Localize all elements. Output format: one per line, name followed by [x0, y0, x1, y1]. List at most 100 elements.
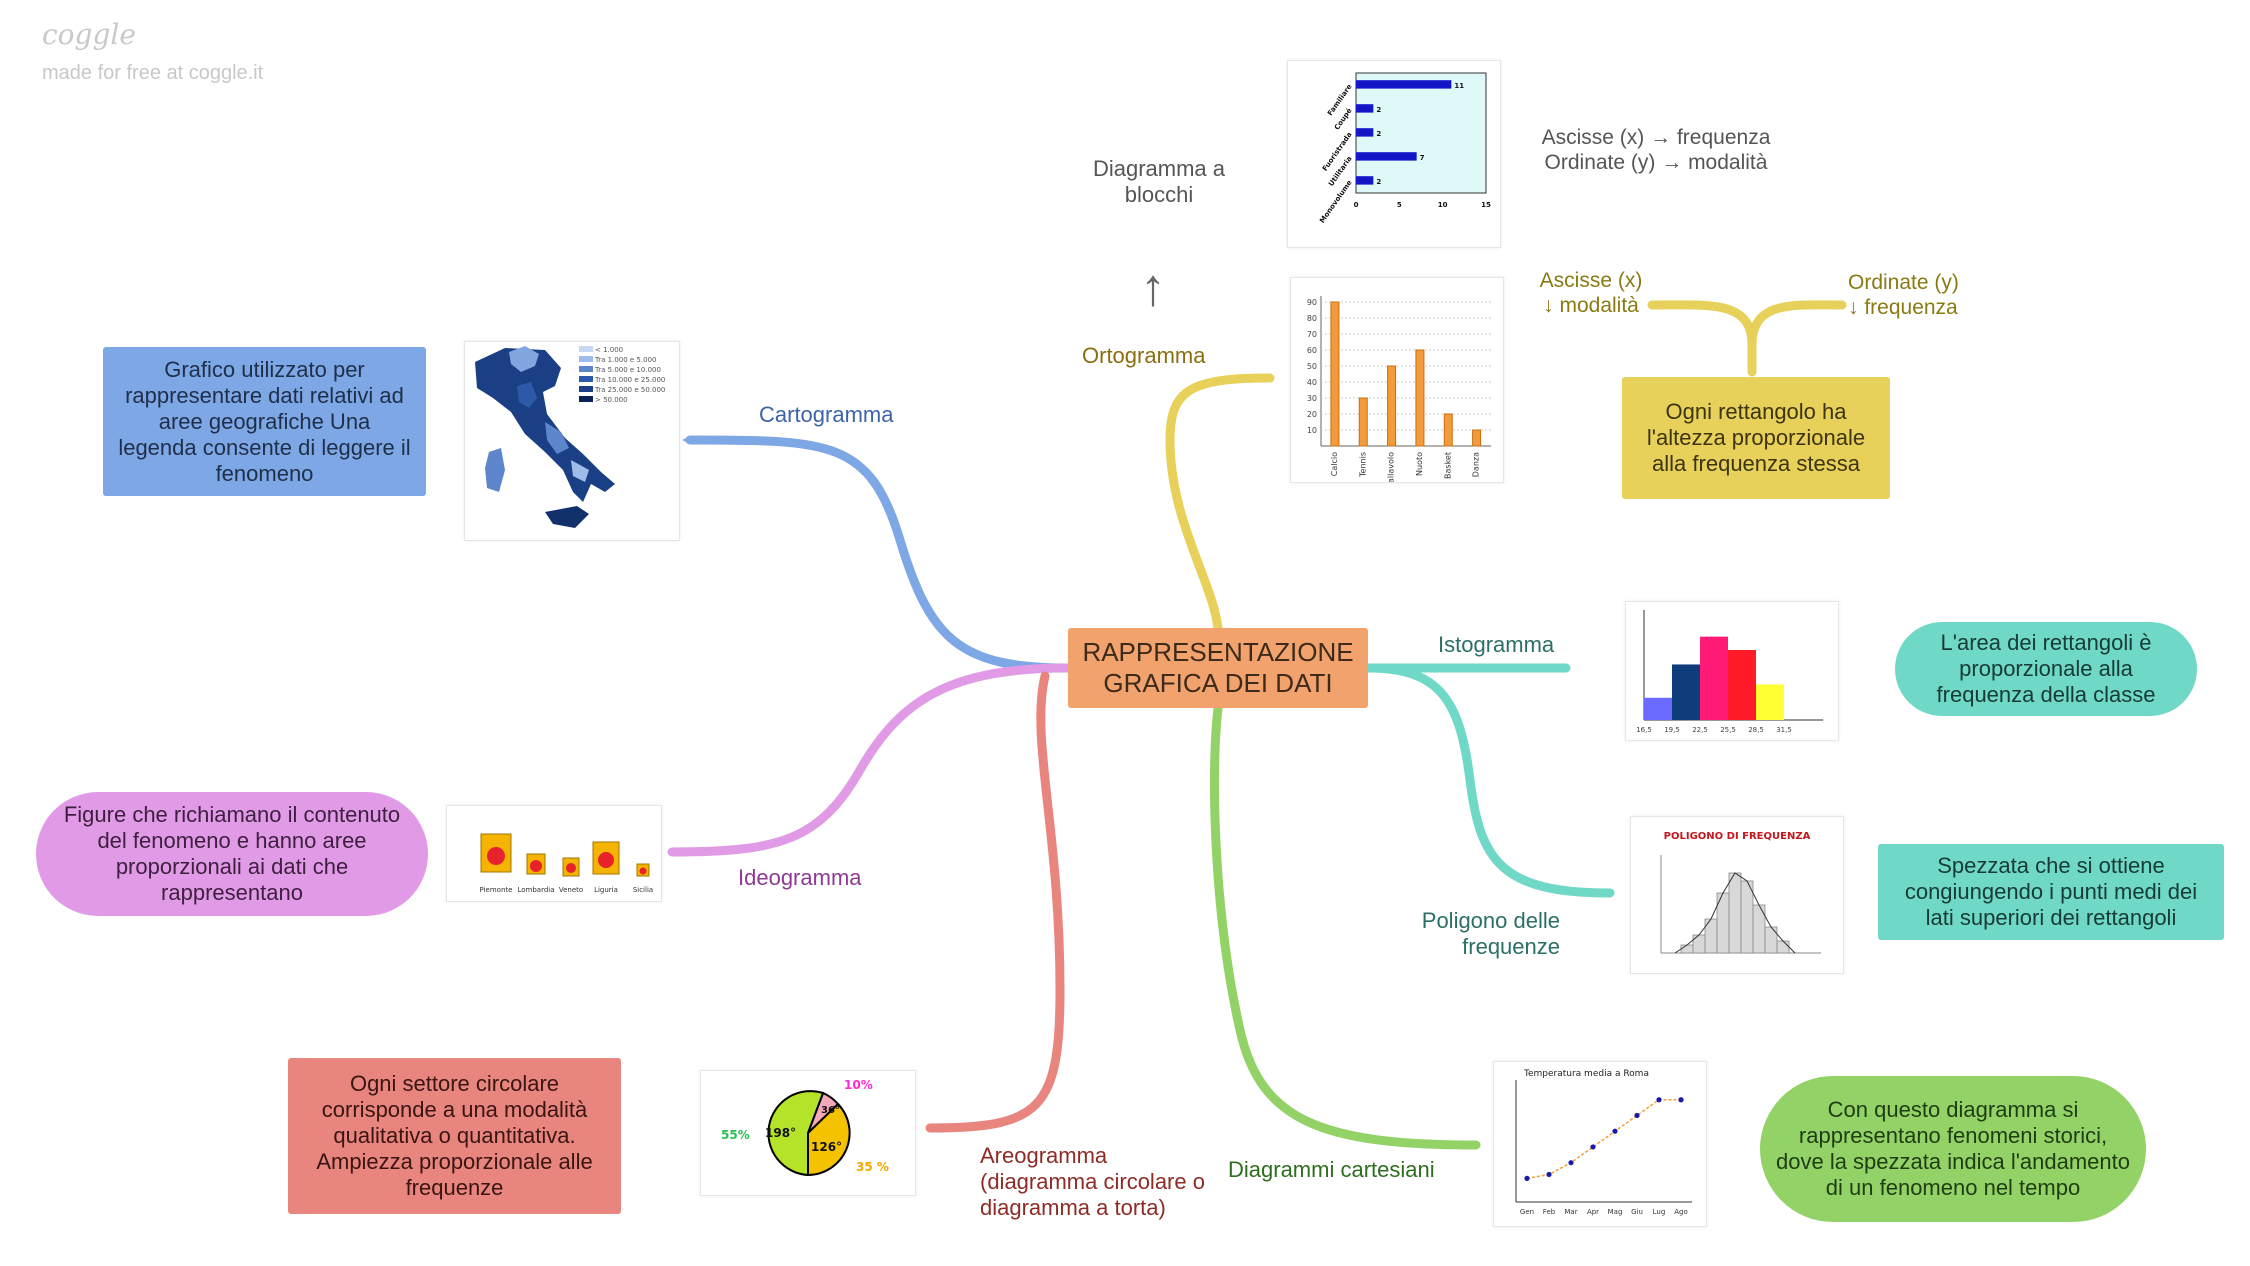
block-value-label: 2 [1376, 106, 1381, 114]
ideogram-label-0: Piemonte [480, 886, 513, 894]
histogram-bin [1700, 636, 1728, 720]
histogram-tick-label: 22,5 [1692, 726, 1708, 734]
branch-ortogramma[interactable] [1165, 373, 1275, 633]
poligono-image: POLIGONO DI FREQUENZA [1630, 816, 1844, 974]
ideogramma-note[interactable]: Figure che richiamano il contenuto del f… [36, 792, 428, 916]
histogram-bin [1728, 650, 1756, 720]
bar-pallavolo [1387, 365, 1397, 447]
line-chart-title: Temperatura media a Roma [1523, 1069, 1649, 1079]
bar-basket [1443, 413, 1453, 447]
block-bar-familiare [1356, 80, 1452, 89]
line-chart-point [1612, 1128, 1618, 1134]
block-category-label: Fuoristrada [1321, 131, 1354, 173]
histogram-bin [1756, 684, 1784, 720]
branch-cartesiani[interactable] [1210, 703, 1481, 1150]
cartogramma-label[interactable]: Cartogramma [759, 402, 894, 427]
histogram-tick-label: 25,5 [1720, 726, 1736, 734]
areogramma-label[interactable]: Areogramma (diagramma circolare o diagra… [980, 1143, 1205, 1220]
coggle-logo[interactable]: coggle [42, 18, 136, 51]
map-legend-3: Tra 10.000 e 25.000 [594, 376, 665, 384]
block-value-label: 7 [1420, 154, 1425, 162]
bar-tick-label: 30 [1307, 394, 1317, 403]
branch-cartogramma[interactable] [685, 435, 1073, 673]
ortogramma-brace [1647, 300, 1847, 377]
line-chart-point [1634, 1112, 1640, 1119]
line-chart-month-label: Apr [1587, 1208, 1599, 1216]
branch-cartogramma-tip [682, 436, 690, 444]
ortogramma-y-note[interactable]: Ordinate (y) ↓ frequenza [1848, 271, 1959, 319]
poligono-note[interactable]: Spezzata che si ottiene congiungendo i p… [1878, 844, 2224, 940]
central-node[interactable]: RAPPRESENTAZIONE GRAFICA DEI DATI [1068, 628, 1368, 708]
histogram-tick-label: 19,5 [1664, 726, 1680, 734]
histogram-tick-label: 16,5 [1636, 726, 1652, 734]
map-legend-5: > 50.000 [595, 396, 628, 404]
line-chart-series [1526, 1098, 1681, 1180]
bar-category-label: Tennis [1358, 452, 1367, 478]
block-bar-utilitaria [1356, 152, 1417, 161]
poligono-label[interactable]: Poligono delle frequenze [1421, 908, 1560, 959]
ideogram-label-4: Sicilia [633, 886, 653, 894]
bar-tennis [1358, 397, 1368, 447]
line-chart-month-label: Gen [1520, 1208, 1534, 1216]
map-legend-0: < 1.000 [595, 346, 623, 354]
pie-degrees-2: 36° [821, 1105, 840, 1116]
cartesiani-label[interactable]: Diagrammi cartesiani [1228, 1157, 1435, 1182]
bar-tick-label: 70 [1307, 330, 1317, 339]
histogram-tick-label: 31,5 [1776, 726, 1792, 734]
line-chart-month-label: Giu [1631, 1208, 1643, 1216]
ortogramma-x-note[interactable]: Ascisse (x) ↓ modalità [1539, 269, 1643, 317]
block-value-label: 2 [1376, 178, 1381, 186]
block-value-label: 11 [1454, 82, 1464, 90]
line-chart-point [1568, 1160, 1574, 1166]
coggle-tagline[interactable]: made for free at coggle.it [42, 62, 264, 84]
bar-danza [1472, 429, 1482, 447]
line-chart-month-label: Feb [1543, 1208, 1556, 1216]
branch-poligono[interactable] [1363, 663, 1615, 898]
map-legend-1: Tra 1.000 e 5.000 [594, 356, 656, 364]
bar-tick-label: 60 [1307, 346, 1317, 355]
diagramma-blocchi-label[interactable]: Diagramma a blocchi [1092, 156, 1226, 207]
cartogramma-note[interactable]: Grafico utilizzato per rappresentare dat… [103, 347, 426, 496]
bar-category-label: Basket [1443, 452, 1452, 479]
histogram-bin [1672, 664, 1700, 720]
bar-category-label: Calcio [1330, 452, 1339, 476]
ideogramma-image: Piemonte Lombardia Veneto Liguria Sicili… [446, 805, 662, 902]
ideogram-label-1: Lombardia [517, 886, 554, 894]
areogramma-note[interactable]: Ogni settore circolare corrisponde a una… [288, 1058, 621, 1214]
line-chart-month-label: Mag [1608, 1208, 1623, 1216]
arrow-up-icon: ↑ [1140, 259, 1166, 317]
block-value-label: 2 [1376, 130, 1381, 138]
ortogramma-note[interactable]: Ogni rettangolo ha l'altezza proporziona… [1622, 377, 1890, 499]
histogram-bin [1644, 697, 1672, 720]
branch-ideogramma[interactable] [667, 663, 1073, 857]
branch-areogramma[interactable] [925, 671, 1065, 1133]
map-legend-2: Tra 5.000 e 10.000 [594, 366, 661, 374]
ideogram-label-2: Veneto [559, 886, 583, 894]
bar-tick-label: 80 [1307, 314, 1317, 323]
line-chart-month-label: Mar [1564, 1208, 1577, 1216]
ideogram-label-3: Liguria [594, 886, 618, 894]
ideogramma-label[interactable]: Ideogramma [738, 865, 862, 890]
pie-degrees-0: 198° [765, 1126, 796, 1140]
cartesiani-note[interactable]: Con questo diagramma si rappresentano fe… [1760, 1076, 2146, 1222]
bar-tick-label: 90 [1307, 298, 1317, 307]
istogramma-note[interactable]: L'area dei rettangoli è proporzionale al… [1895, 622, 2197, 716]
bar-tick-label: 20 [1307, 410, 1317, 419]
pie-percent-1: 35 % [856, 1160, 889, 1174]
block-tick-label: 15 [1481, 201, 1491, 209]
bar-calcio [1330, 301, 1340, 447]
ortogramma-label[interactable]: Ortogramma [1082, 343, 1206, 368]
istogramma-label[interactable]: Istogramma [1438, 632, 1555, 657]
line-chart-month-label: Ago [1674, 1208, 1688, 1216]
bar-tick-label: 10 [1307, 426, 1317, 435]
block-tick-label: 10 [1438, 201, 1448, 209]
poligono-image-title: POLIGONO DI FREQUENZA [1664, 831, 1811, 842]
blocchi-axis-note[interactable]: Ascisse (x) → frequenza Ordinate (y) → m… [1541, 126, 1771, 174]
